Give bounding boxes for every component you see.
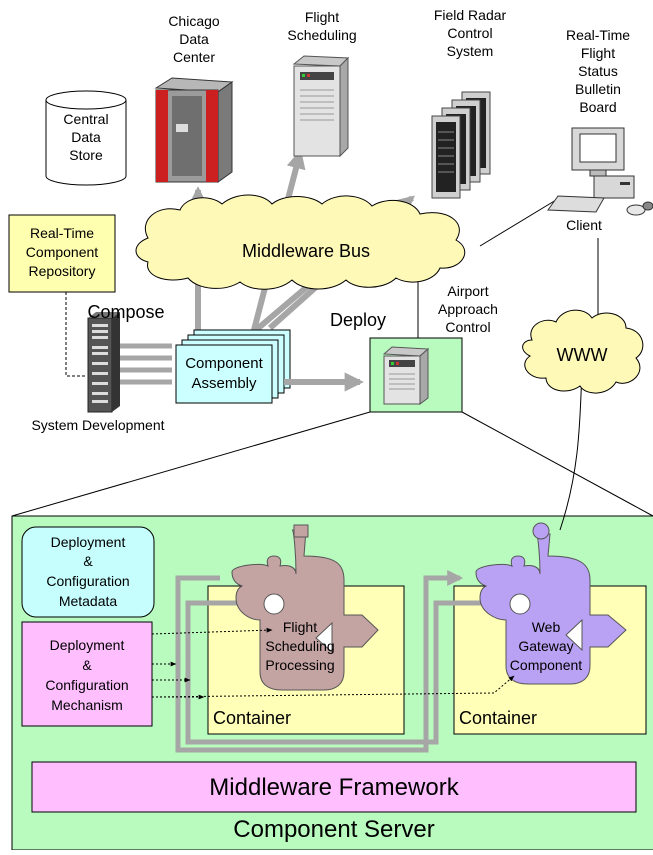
central-data-store-icon	[45, 90, 127, 186]
mechanism-dotted-arrows	[151, 627, 515, 700]
deploy-label: Deploy	[330, 310, 386, 330]
www-cloud	[522, 309, 644, 394]
web-gateway-puzzle-icon	[475, 522, 627, 685]
client-label: Client	[566, 217, 602, 233]
zoom-line-left	[11, 411, 371, 517]
metadata-label-1: Deployment	[51, 534, 126, 550]
component-repository-box	[8, 214, 116, 293]
dc-mechanism-box	[21, 621, 153, 727]
dc-metadata-box	[21, 526, 155, 618]
middleware-bus-cloud	[135, 194, 466, 290]
airport-label-2: Approach	[438, 301, 498, 317]
assembly-label-1: Component	[185, 355, 263, 372]
zoom-line-right	[461, 411, 653, 517]
bus-client-link	[479, 199, 557, 247]
mechanism-label-3: Configuration	[45, 677, 128, 693]
airport-server-icon	[382, 346, 430, 405]
flight-scheduling-puzzle-icon	[231, 524, 379, 691]
airport-label-3: Control	[445, 319, 490, 335]
component-server-label: Component Server	[233, 816, 434, 843]
compose-arrows	[120, 343, 172, 385]
metadata-label-3: Configuration	[46, 573, 129, 589]
flight-processing-label-3: Processing	[265, 657, 334, 673]
www-label: WWW	[557, 345, 608, 365]
web-gateway-label-1: Web	[532, 619, 561, 635]
repository-label-1: Real-Time	[30, 225, 94, 241]
middleware-framework-box	[31, 761, 637, 813]
component-assembly-stack	[175, 329, 291, 404]
mainframe-server-icon	[154, 77, 234, 183]
flight-processing-label-2: Scheduling	[265, 638, 334, 654]
server-cluster-icon	[431, 91, 491, 199]
metadata-label-2: &	[83, 553, 93, 569]
board-label-3: Status	[578, 63, 618, 79]
www-gateway-link	[559, 367, 583, 531]
mechanism-label-1: Deployment	[50, 637, 125, 653]
flight-processing-label-1: Flight	[283, 619, 317, 635]
mechanism-label-2: &	[82, 657, 92, 673]
store-label-1: Central	[63, 111, 108, 127]
radar-label-3: System	[447, 43, 494, 59]
mechanism-label-4: Mechanism	[51, 697, 123, 713]
compose-label: Compose	[87, 302, 164, 322]
tower-server-icon	[292, 55, 350, 158]
middleware-framework-label: Middleware Framework	[209, 774, 459, 801]
board-label-4: Bulletin	[575, 81, 621, 97]
web-gateway-label-3: Component	[510, 657, 582, 673]
repository-link	[65, 292, 86, 377]
flight-label-1: Flight	[305, 9, 339, 25]
board-label-5: Board	[579, 99, 616, 115]
container-right-label: Container	[459, 708, 537, 728]
radar-label-1: Field Radar	[434, 7, 507, 23]
desktop-computer-icon	[547, 127, 653, 216]
assembly-label-2: Assembly	[191, 375, 257, 392]
flight-label-2: Scheduling	[287, 27, 356, 43]
metadata-label-4: Metadata	[59, 593, 118, 609]
chicago-label-1: Chicago	[168, 13, 220, 29]
repository-label-2: Component	[26, 244, 98, 260]
web-gateway-label-2: Gateway	[518, 638, 573, 654]
board-label-2: Flight	[581, 45, 615, 61]
container-left-label: Container	[213, 708, 291, 728]
airport-label-1: Airport	[447, 283, 488, 299]
store-label-2: Data	[71, 129, 101, 145]
chicago-label-2: Data	[179, 31, 209, 47]
system-development-label: System Development	[31, 417, 164, 433]
chicago-label-3: Center	[173, 49, 215, 65]
system-development-server-icon	[87, 312, 120, 413]
component-connection-arrows	[175, 569, 512, 753]
board-label-1: Real-Time	[566, 27, 630, 43]
radar-label-2: Control	[447, 25, 492, 41]
repository-label-3: Repository	[29, 263, 96, 279]
middleware-bus-label: Middleware Bus	[242, 241, 370, 261]
store-label-3: Store	[69, 147, 103, 163]
